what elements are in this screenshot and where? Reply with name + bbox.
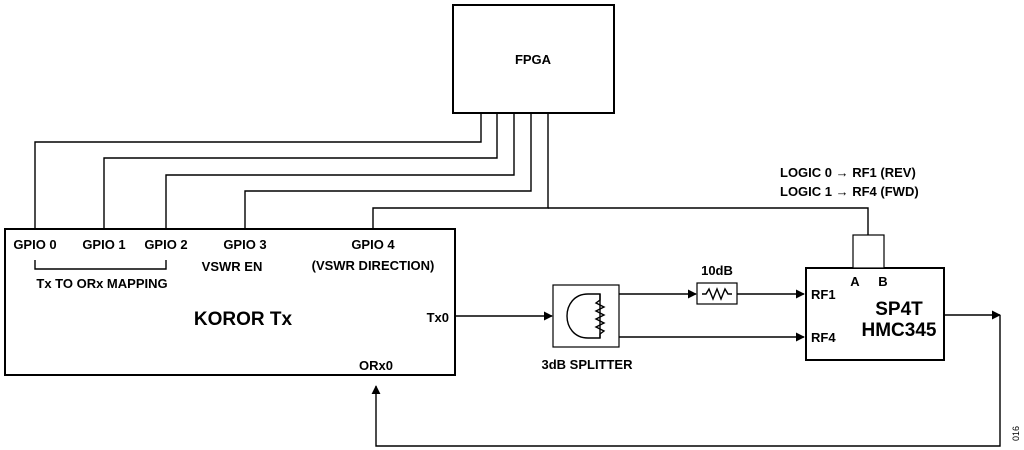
- tx0-label: Tx0: [427, 310, 449, 325]
- figure-code: 016: [1011, 426, 1021, 441]
- switch-rf1-label: RF1: [811, 287, 836, 302]
- wire-gpio1: [103, 113, 498, 229]
- fpga-block: [452, 4, 615, 114]
- wire-switch-control: [548, 207, 869, 235]
- gpio3-label: GPIO 3: [223, 237, 266, 252]
- gpio1-label: GPIO 1: [82, 237, 125, 252]
- switch-port-b: B: [878, 274, 887, 289]
- attenuator-label: 10dB: [701, 263, 733, 278]
- switch-port-a: A: [850, 274, 860, 289]
- wire-gpio3: [244, 113, 532, 229]
- switch-block: [805, 267, 945, 361]
- vswr-en-label: VSWR EN: [202, 259, 263, 274]
- attenuator-resistor-icon: [702, 287, 732, 301]
- wire-gpio2: [165, 113, 515, 229]
- mapping-label: Tx TO ORx MAPPING: [36, 276, 167, 291]
- switch-title-line1: SP4T: [875, 299, 923, 320]
- wire-gpio0: [34, 113, 482, 229]
- vswr-direction-label: (VSWR DIRECTION): [312, 258, 435, 273]
- switch-control-port: [852, 234, 885, 269]
- koror-title: KOROR Tx: [194, 309, 293, 330]
- gpio0-label: GPIO 0: [13, 237, 56, 252]
- splitter-label: 3dB SPLITTER: [541, 357, 633, 372]
- switch-title-line2: HMC345: [862, 320, 937, 341]
- splitter-symbol: [566, 293, 601, 339]
- splitter-block: [552, 284, 620, 348]
- logic-note-line2: LOGIC 1 → RF4 (FWD): [780, 184, 919, 199]
- logic-note-line1: LOGIC 0 → RF1 (REV): [780, 165, 916, 180]
- splitter-resistor-icon: [594, 294, 606, 338]
- switch-rf4-label: RF4: [811, 330, 836, 345]
- orx0-label: ORx0: [359, 358, 393, 373]
- gpio2-label: GPIO 2: [144, 237, 187, 252]
- fpga-label: FPGA: [515, 52, 552, 67]
- koror-block: [4, 228, 456, 376]
- gpio4-label: GPIO 4: [351, 237, 395, 252]
- wire-gpio4: [372, 113, 549, 229]
- mapping-bracket: [34, 260, 167, 270]
- wire-feedback-orx: [371, 315, 1001, 447]
